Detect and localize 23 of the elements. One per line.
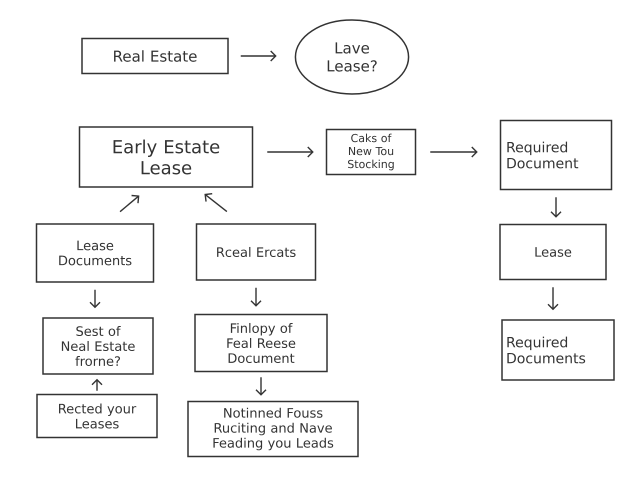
process-box: Rceal Ercats xyxy=(196,223,316,281)
process-box: Lease Documents xyxy=(36,223,154,283)
process-box: Lease xyxy=(499,224,607,280)
arrow xyxy=(92,378,102,391)
process-box: Finlopy of Feal Reese Document xyxy=(194,314,328,372)
arrow xyxy=(550,197,562,218)
arrow xyxy=(548,287,558,310)
process-box: Sest of Neal Estate frorne? xyxy=(42,317,154,375)
process-box: Rected your Leases xyxy=(36,394,158,438)
arrow xyxy=(120,194,140,212)
arrow xyxy=(250,288,262,307)
arrow xyxy=(430,146,478,158)
arrow xyxy=(90,290,100,308)
arrow xyxy=(267,146,314,158)
process-box: Notinned Fouss Ruciting and Nave Feading you Leads xyxy=(187,400,359,458)
process-box: Caks of New Tou Stocking xyxy=(326,128,416,176)
process-box: Required Documents xyxy=(501,319,615,381)
process-box: Required Document xyxy=(500,120,612,190)
process-box: Real Estate xyxy=(81,38,229,74)
arrow xyxy=(204,192,228,212)
process-box: Early Estate Lease xyxy=(78,126,254,188)
arrow xyxy=(240,50,277,62)
arrow xyxy=(256,377,266,396)
